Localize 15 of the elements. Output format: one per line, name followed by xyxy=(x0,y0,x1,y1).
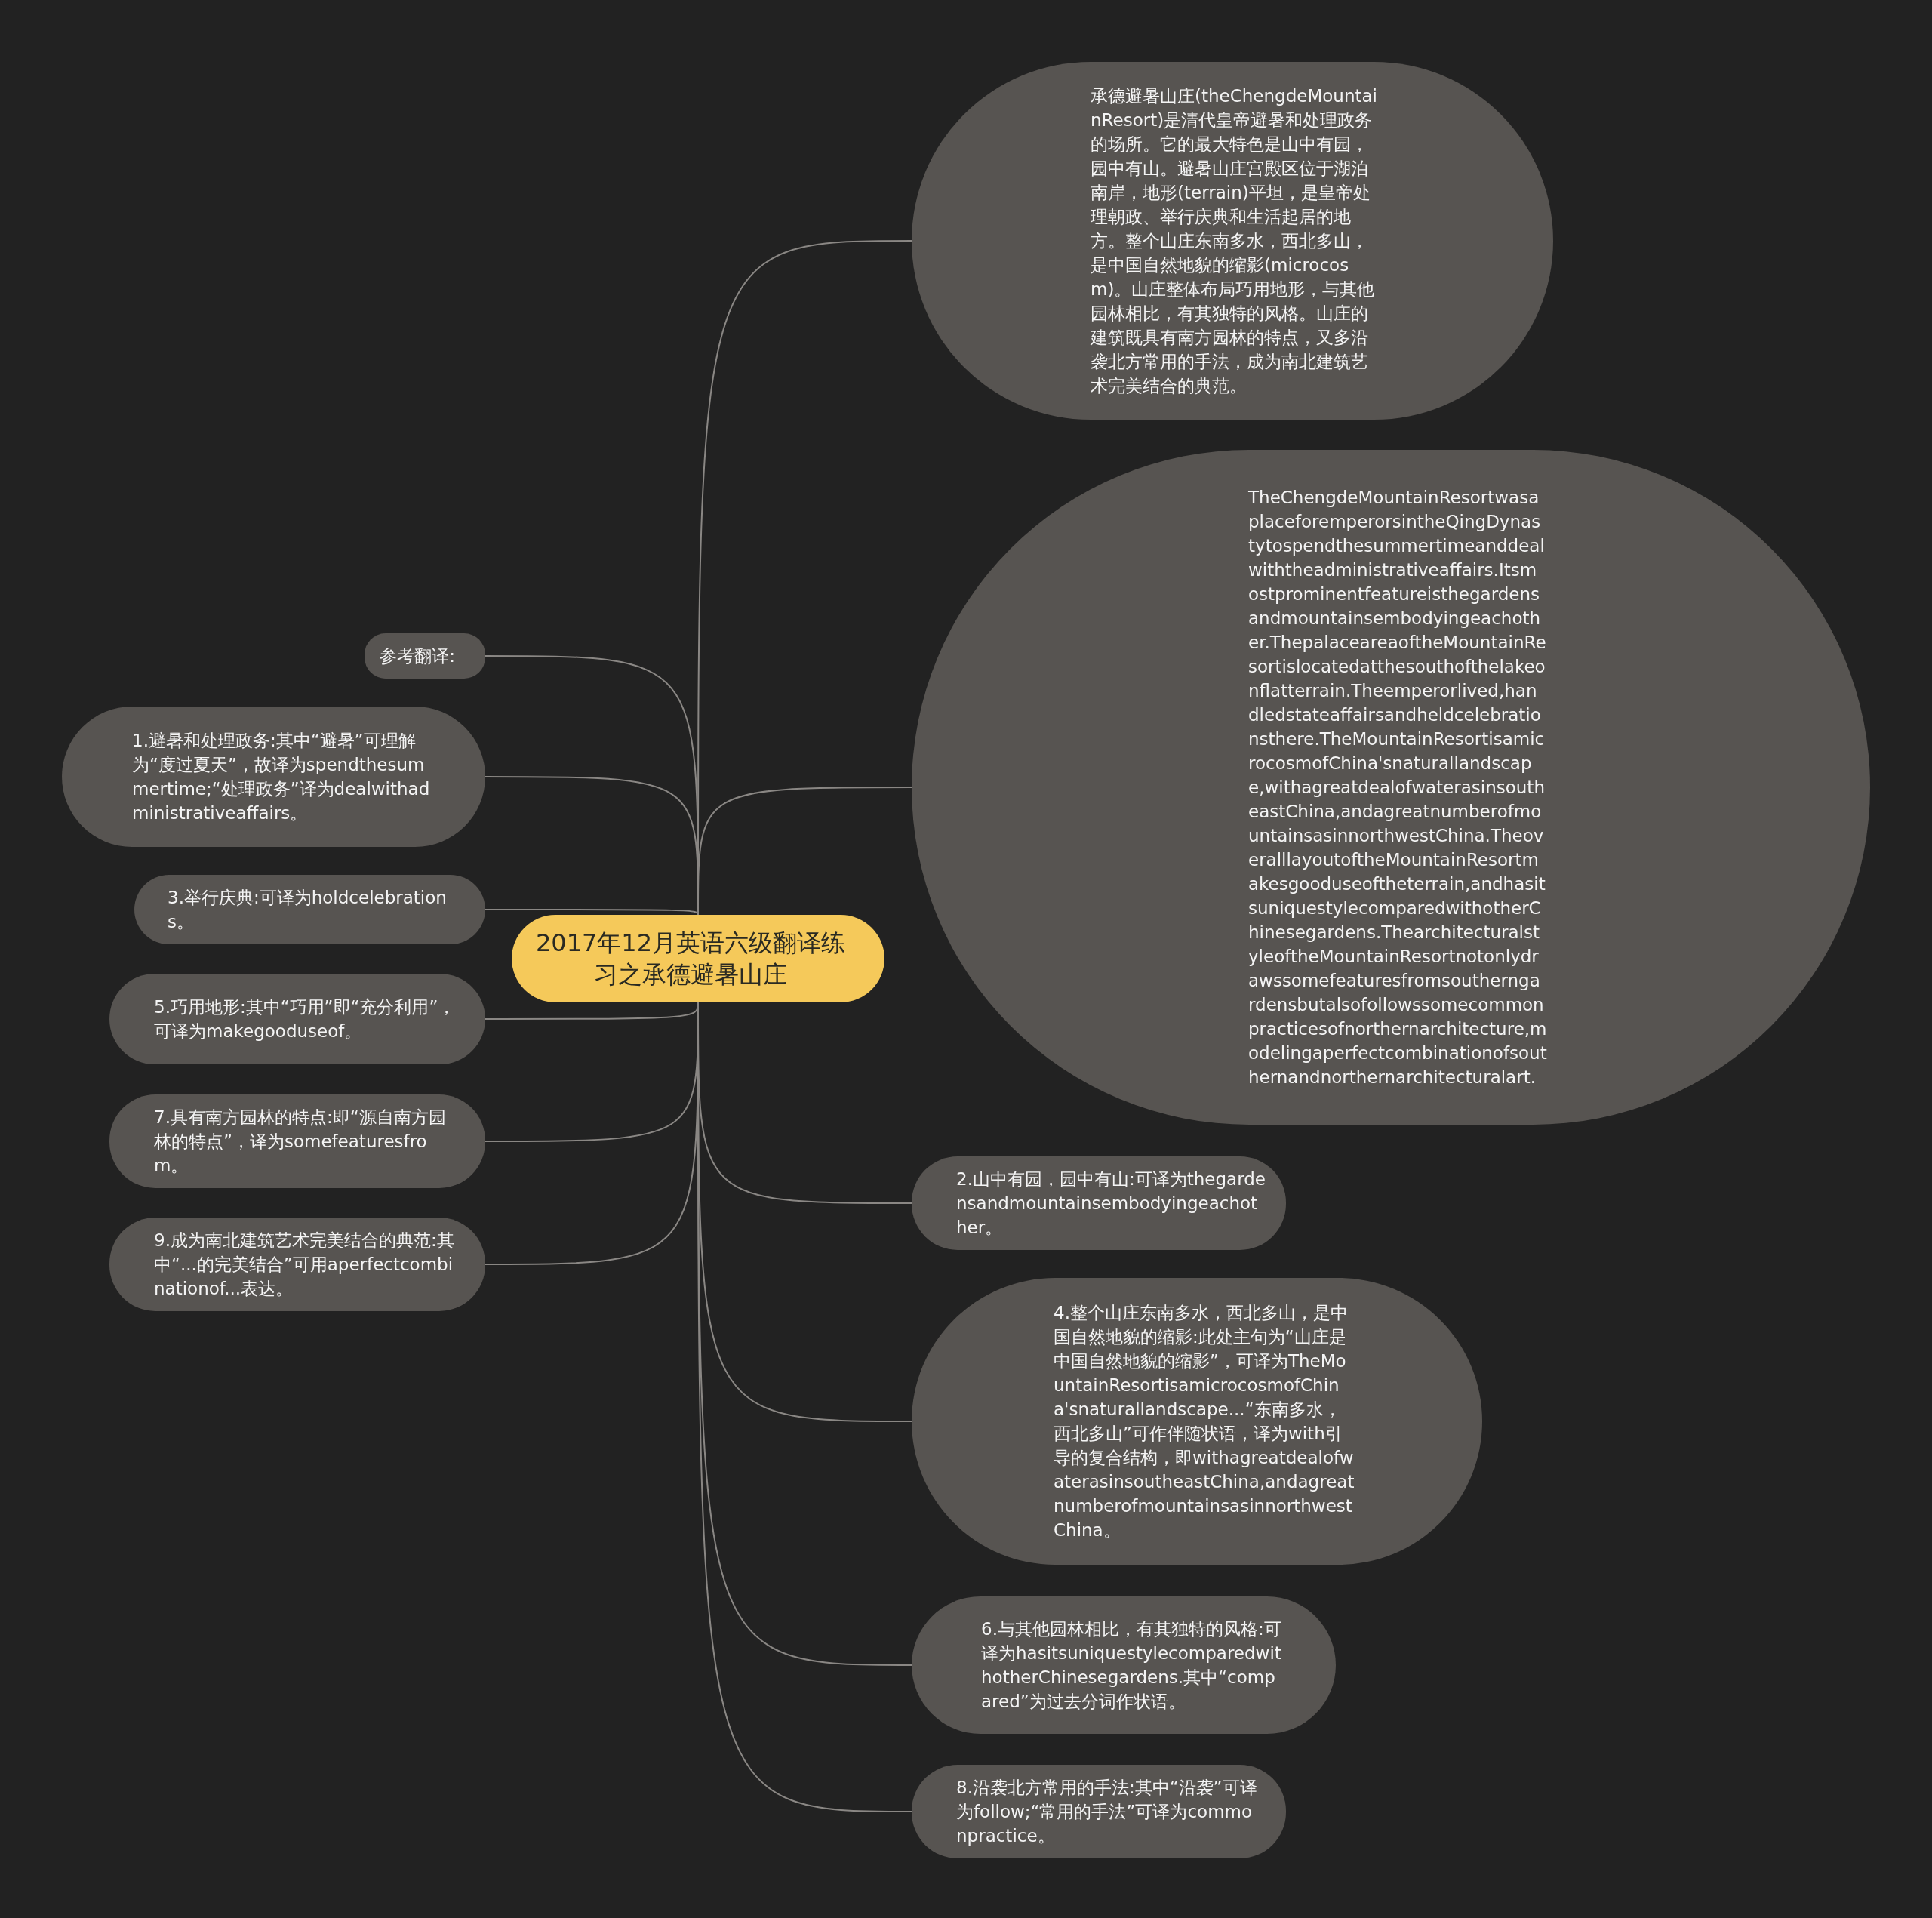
note-text: TheChengdeMountainResortwasaplaceforemperorsintheQingDynastytospendthesummertimeanddealwiththeadministrativeaffairs.Itsmostprominentfeatureisthegardensandmountainsembodyingeachother.ThepalaceareaoftheMountainResortislocatedatthesouthofthelakeonflatterrain.Theemperorlived,handledstateaffairsandheldcelebrationsthere.TheMountainResortisamicrocosmofChina'snaturallandscape,withagreatdealofwaterasinsoutheastChina,andagreatnumberofmountainsasinnorthwestChina.TheoveralllayoutoftheMountainResortmakesgooduseoftheterrain,andhasitsuniquestylecomparedwithotherChinesegardens.ThearchitecturalstyleoftheMountainResortnotonlydrawssomefeaturesfromsoutherngardensbutalsofollowssomecommonpracticesofnorthernarchitecture,modelingaperfectcombinationofsouthernandnorthernarchitecturalart. xyxy=(1248,487,1547,1088)
note-text: 7.具有南方园林的特点:即“源自南方园林的特点”，译为somefeaturesfrom。 xyxy=(154,1107,447,1177)
note-text: 8.沿袭北方常用的手法:其中“沿袭”可译为follow;“常用的手法”可译为commonpractice。 xyxy=(956,1777,1258,1847)
note-text: 3.举行庆典:可译为holdcelebrations。 xyxy=(168,887,448,933)
connector-line xyxy=(485,909,699,916)
note-text: 1.避暑和处理政务:其中“避暑”可理解为“度过夏天”，故译为spendthesummertime;“处理政务”译为dealwithadministrativeaffairs。 xyxy=(132,730,431,824)
topic-bubble xyxy=(365,633,485,679)
note-text: 承德避暑山庄(theChengdeMountainResort)是清代皇帝避暑和处理政务的场所。它的最大特色是山中有园，园中有山。避暑山庄宫殿区位于湖泊南岸，地形(terrain)平坦，是皇帝处理朝政、举行庆典和生活起居的地方。整个山庄东南多水，西北多山，是中国自然地貌的缩影(microcosm)。山庄整体布局巧用地形，与其他园林相比，有其独特的风格。山庄的建筑既具有南方园林的特点，又多沿袭北方常用的手法，成为南北建筑艺术完美结合的典范。 xyxy=(1091,85,1377,397)
note-text: 4.整个山庄东南多水，西北多山，是中国自然地貌的缩影:此处主句为“山庄是中国自然地貌的缩影”，可译为TheMountainResortisamicrocosmofChina'snaturallandscape...“东南多水，西北多山”可作伴随状语，译为with引导的复合结构，即withagreatdealofwaterasinsoutheastChina,andagreatnumberofmountainsasinnorthwestChina。 xyxy=(1054,1302,1355,1541)
note-text: 6.与其他园林相比，有其独特的风格:可译为hasitsuniquestylecomparedwithotherChinesegardens.其中“compared”为过去分词作状语。 xyxy=(981,1618,1282,1713)
title-text: 2017年12月英语六级翻译练习之承德避暑山庄 xyxy=(534,928,847,990)
note-text: 5.巧用地形:其中“巧用”即“充分利用”，可译为makegooduseof。 xyxy=(154,996,456,1042)
note-text: 参考翻译: xyxy=(379,645,456,667)
note-text: 2.山中有园，园中有山:可译为thegardensandmountainsembodyingeachother。 xyxy=(956,1168,1266,1239)
note-text: 9.成为南北建筑艺术完美结合的典范:其中“...的完美结合”可用aperfectcombinationof...表达。 xyxy=(154,1230,455,1300)
